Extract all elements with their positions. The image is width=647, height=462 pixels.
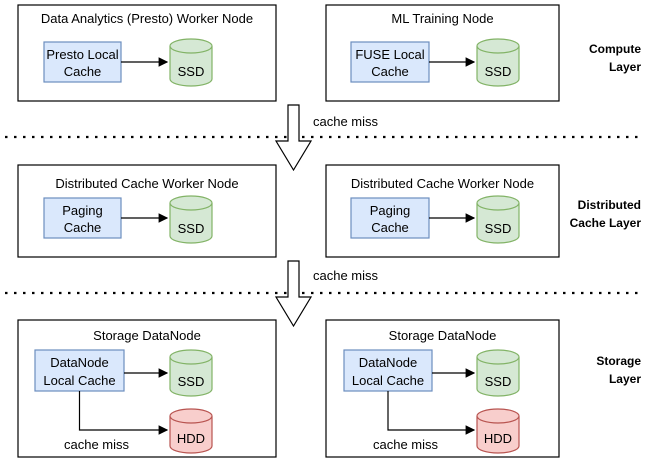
ssd-label: SSD [178, 64, 205, 79]
hdd-label: HDD [177, 431, 205, 446]
cache-miss-arrow-1 [274, 104, 313, 172]
node-title: Distributed Cache Worker Node [351, 176, 534, 191]
paging-cache-box [43, 197, 122, 239]
ssd-label: SSD [485, 374, 512, 389]
cache-miss-label-2: cache miss [313, 268, 379, 283]
paging-cache-label-line1: Paging [62, 203, 102, 218]
datanode-cache-box [34, 349, 125, 392]
ssd-label: SSD [178, 221, 205, 236]
datanode-cache-label-line2: Local Cache [43, 373, 115, 388]
distributed-right-node: Distributed Cache Worker Node Paging Cac… [325, 164, 560, 258]
distributed-left-node: Distributed Cache Worker Node Paging Cac… [17, 164, 277, 258]
compute-layer-label-line1: Compute [589, 42, 641, 56]
node-title: ML Training Node [391, 11, 493, 26]
ssd-cylinder [169, 195, 213, 244]
hdd-cylinder [169, 408, 213, 454]
compute-layer-label-line2: Layer [609, 60, 641, 74]
ssd-label: SSD [178, 374, 205, 389]
cache-miss-to-hdd-arrow [78, 391, 169, 435]
storage-layer-label-line2: Layer [609, 372, 641, 386]
ssd-label: SSD [485, 221, 512, 236]
node-title: Data Analytics (Presto) Worker Node [41, 11, 253, 26]
hdd-label: HDD [484, 431, 512, 446]
local-cache-label-line1: Presto Local [46, 47, 118, 62]
distributed-layer-label-line2: Cache Layer [570, 216, 642, 230]
ssd-cylinder [476, 349, 520, 397]
compute-right-node: ML Training Node FUSE Local Cache SSD [325, 4, 560, 102]
local-cache-label-line2: Cache [64, 64, 102, 79]
paging-cache-box [350, 197, 430, 239]
paging-cache-label-line1: Paging [370, 203, 410, 218]
ssd-cylinder [476, 38, 520, 87]
ssd-cylinder [169, 349, 213, 397]
paging-cache-label-line2: Cache [371, 220, 409, 235]
paging-cache-label-line2: Cache [64, 220, 102, 235]
storage-right-node: Storage DataNode DataNode Local Cache SS… [325, 319, 560, 458]
local-cache-label-line1: FUSE Local [355, 47, 424, 62]
node-title: Storage DataNode [389, 328, 497, 343]
distributed-layer-label-line1: Distributed [578, 198, 641, 212]
storage-left-node: Storage DataNode DataNode Local Cache SS… [17, 319, 277, 458]
datanode-cache-label-line1: DataNode [359, 355, 418, 370]
ssd-cylinder [476, 195, 520, 244]
local-cache-label-line2: Cache [371, 64, 409, 79]
datanode-cache-box [343, 349, 433, 392]
cache-miss-label: cache miss [373, 437, 439, 452]
hdd-cylinder [476, 408, 520, 454]
datanode-cache-label-line2: Local Cache [352, 373, 424, 388]
ssd-cylinder [169, 38, 213, 87]
cache-miss-label-1: cache miss [313, 114, 379, 129]
node-title: Storage DataNode [93, 328, 201, 343]
node-title: Distributed Cache Worker Node [55, 176, 238, 191]
cache-miss-to-hdd-arrow [387, 391, 476, 435]
cache-miss-arrow-2 [274, 260, 313, 328]
local-cache-box [43, 41, 122, 83]
cache-miss-label: cache miss [64, 437, 130, 452]
ssd-label: SSD [485, 64, 512, 79]
compute-left-node: Data Analytics (Presto) Worker Node Pres… [17, 4, 277, 102]
storage-layer-label-line1: Storage [596, 354, 641, 368]
datanode-cache-label-line1: DataNode [50, 355, 109, 370]
